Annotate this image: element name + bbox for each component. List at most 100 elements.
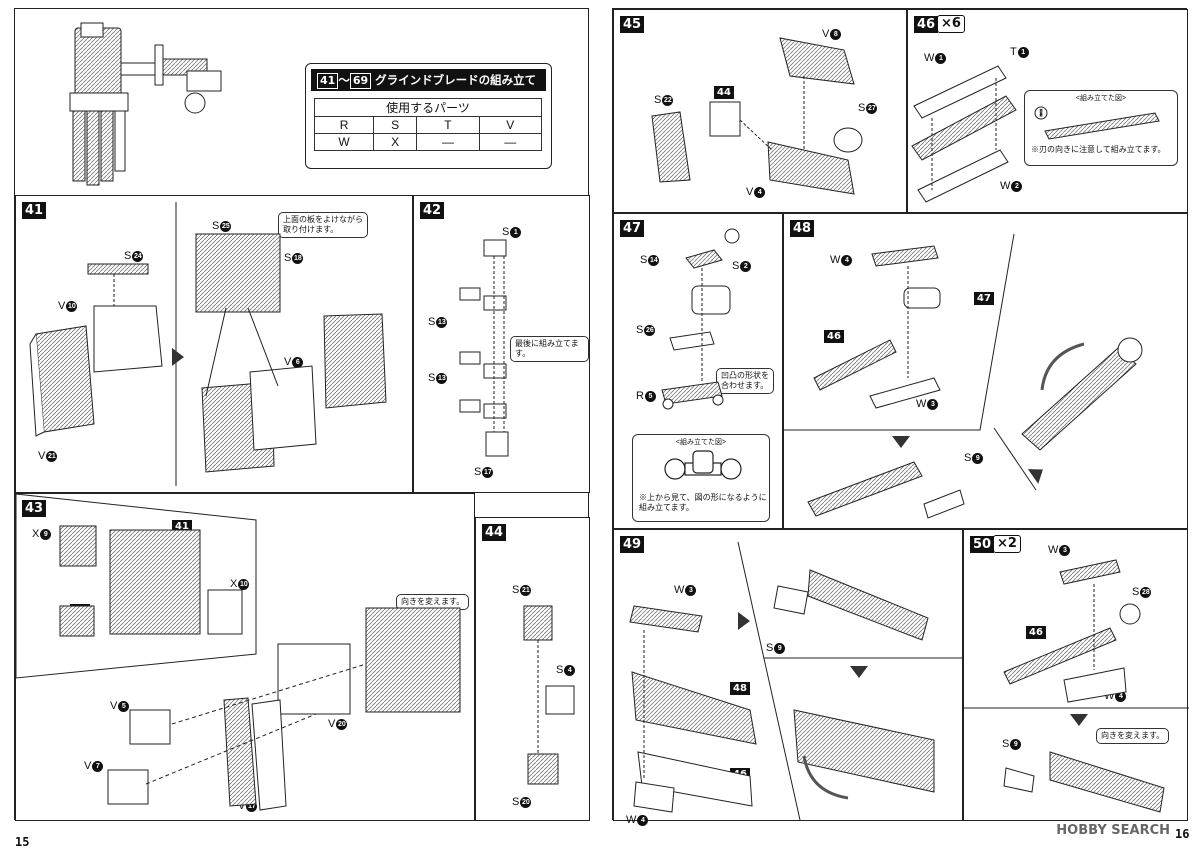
arrow-right-icon [172,348,184,366]
step-48-illustration [784,233,1143,519]
range-end: 69 [349,73,372,89]
step-42-illustration [459,239,509,457]
step-number: 46 [914,16,939,33]
parts-cell: — [416,133,480,151]
parts-cell: S [373,116,418,134]
step-41-illustration [29,202,387,486]
step-42-note: 最後に組み立てます。 [510,336,589,362]
step-41-note: 上面の板をよけながら 取り付けます。 [278,212,368,238]
step-47-illustration [661,228,740,410]
page-number: 16 [1175,827,1190,841]
range-sep: ～ [338,73,350,87]
step-number: 44 [482,524,507,541]
step-43-illustration [15,493,461,811]
arrow-down-icon [1070,714,1088,726]
step-47-note: 凹凸の形状を 合わせます。 [716,368,774,394]
caution-text: ※刃の向きに注意して組み立てます。 [1031,145,1166,154]
parts-cell: — [478,133,543,151]
parts-cell: W [313,133,375,151]
assembled-joint-illustration [664,450,742,480]
section-title: 41～69 グラインドブレードの組み立て [311,69,546,91]
step-number: 41 [22,202,47,219]
robot-illustration [69,22,222,186]
step-46-ref: 46 [1026,620,1046,639]
parts-cell: X [373,133,418,151]
title-box: 41～69 グラインドブレードの組み立て 使用するパーツ R S T V W X… [305,63,552,169]
multiplier-badge: ×2 [993,535,1021,553]
svg-text:!: ! [1039,109,1043,119]
step-50-note: 向きを変えます。 [1096,728,1170,744]
step-number: 49 [620,536,645,553]
assembled-view-title: <組み立てた図> [675,439,727,446]
assembled-view-46: <組み立てた図> ! ※刃の向きに注意して組み立てます。 [1024,90,1178,166]
step-49-panel: 49 48 46 W3 S9 W4 [613,529,964,826]
step-44-ref: 44 [714,80,734,99]
step-50-illustration [964,559,1189,813]
step-number: 50 [970,536,995,553]
step-44-illustration [523,605,575,785]
title-text: グラインドブレードの組み立て [375,73,537,87]
step-number: 45 [620,16,645,33]
range-start: 41 [317,73,339,89]
assembled-caption: ※上から見て、図の形になるように 組み立てます。 [639,493,767,512]
step-43-panel: 43 41 42 X9 X10 V5 V7 V20 V17 向きを変えます。 [15,493,475,821]
arrow-down-icon [850,666,868,678]
assembled-view-47: <組み立てた図> ※上から見て、図の形になるように 組み立てます。 [632,434,770,522]
step-number: 47 [620,220,645,237]
parts-cell: R [313,116,375,134]
step-47-ref: 47 [974,286,994,305]
watermark: HOBBY SEARCH [1056,823,1170,838]
parts-cell: V [478,116,543,134]
arrow-down-icon [892,436,910,448]
step-number: 48 [790,220,815,237]
assembled-view-title: <組み立てた図> [1075,95,1127,102]
arrow-right-icon [738,612,750,630]
page-number: 15 [15,835,30,849]
left-page: 41～69 グラインドブレードの組み立て 使用するパーツ R S T V W X… [14,8,590,849]
step-45-illustration [651,37,863,195]
parts-cell: T [416,116,480,134]
multiplier-badge: ×6 [937,15,965,33]
